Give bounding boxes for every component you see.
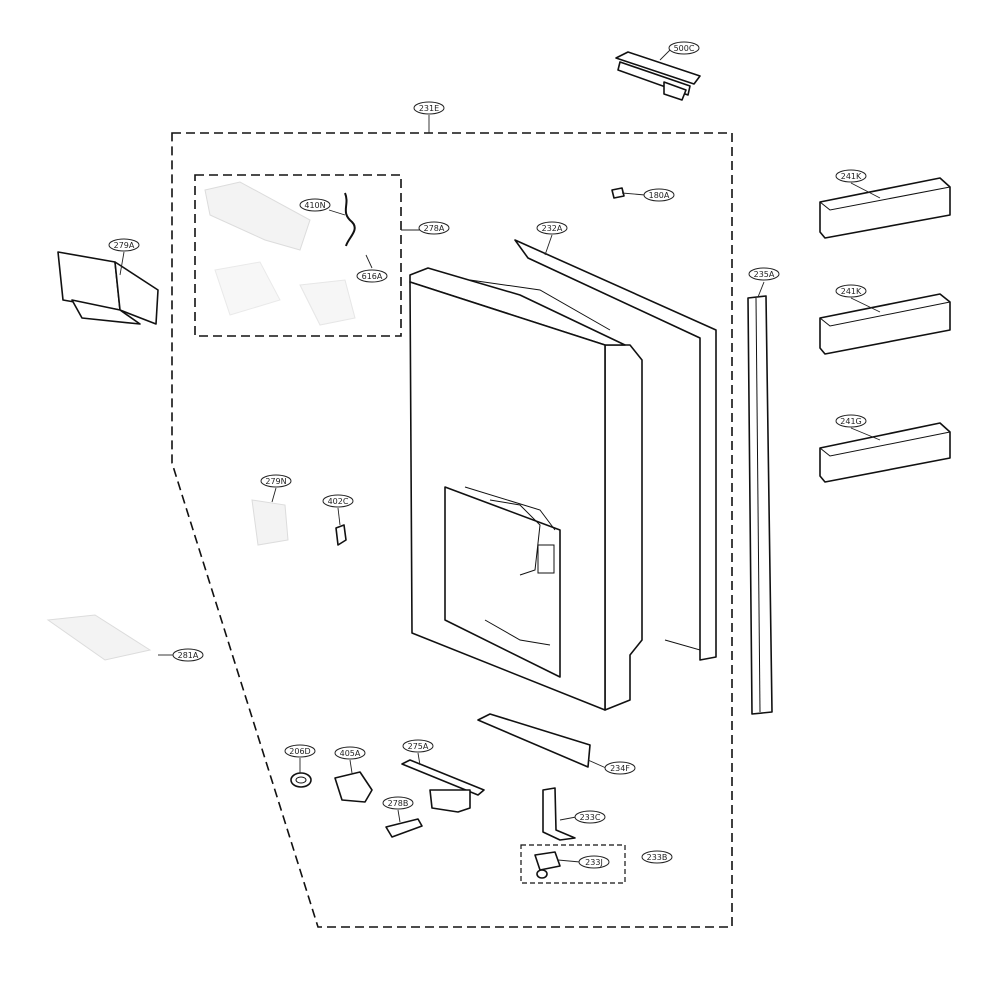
callout-279n: 279N [260,474,292,488]
callout-281a-text: 281A [178,651,199,660]
part-241g-bin [819,422,951,483]
part-410n-harness [344,192,356,247]
callout-234f-text: 234F [610,764,630,773]
part-275a [401,759,485,813]
callout-616a-text: 616A [362,272,383,281]
callout-279a-text: 279A [114,241,135,250]
callout-235a-text: 235A [754,270,775,279]
part-door-main [409,239,717,711]
part-402c [335,524,347,546]
part-278b [385,818,423,838]
callout-241k-1: 241K [835,169,867,183]
callout-241k-2-text: 241K [841,287,862,296]
callout-233j: 233J [578,855,610,869]
ice-subassembly-box [194,174,402,337]
part-235a-strip [747,295,773,715]
callout-235a: 235A [748,267,780,281]
callout-616a: 616A [356,269,388,283]
part-279a [57,251,159,325]
callout-241g-text: 241G [840,417,861,426]
callout-278b: 278B [382,796,414,810]
callout-405a: 405A [334,746,366,760]
part-241k-bin-2 [819,293,951,355]
part-500c [615,51,701,101]
callout-500c-text: 500C [674,44,695,53]
callout-402c: 402C [322,494,354,508]
leader-lines [119,49,881,863]
callout-206d-text: 206D [289,747,310,756]
callout-405a-text: 405A [340,749,361,758]
part-180a [611,187,625,199]
part-233c [542,787,576,841]
callout-402c-text: 402C [328,497,349,506]
callout-278a-text: 278A [424,224,445,233]
assembly-boundary [171,132,733,928]
callout-233j-text: 233J [585,858,603,867]
callout-410n-text: 410N [304,201,325,210]
callout-233c-text: 233C [580,813,601,822]
callout-275a: 275A [402,739,434,753]
callout-233c: 233C [574,810,606,824]
part-405a [334,771,373,803]
callout-206d: 206D [284,744,316,758]
part-241k-bin-1 [819,177,951,239]
callout-278b-text: 278B [388,799,409,808]
callout-233b: 233B [641,850,673,864]
callout-278a: 278A [418,221,450,235]
ghost-ice-maker [204,181,356,326]
callout-410n: 410N [299,198,331,212]
part-234f [477,713,591,768]
callout-279a: 279A [108,238,140,252]
callout-231e-text: 231E [419,104,439,113]
callout-279n-text: 279N [265,477,286,486]
callout-234f: 234F [604,761,636,775]
subassembly-233b-box [520,844,626,884]
callout-232a-text: 232A [542,224,563,233]
callout-180a: 180A [643,188,675,202]
part-279n [251,499,289,546]
part-281a [46,614,152,661]
callout-241g: 241G [835,414,867,428]
callout-233b-text: 233B [647,853,668,862]
callout-241k-1-text: 241K [841,172,862,181]
callout-281a: 281A [172,648,204,662]
part-206d [290,772,312,788]
callout-180a-text: 180A [649,191,670,200]
callout-500c: 500C [668,41,700,55]
part-233j [534,851,561,879]
callout-241k-2: 241K [835,284,867,298]
callout-275a-text: 275A [408,742,429,751]
callout-232a: 232A [536,221,568,235]
callout-231e: 231E [413,101,445,115]
